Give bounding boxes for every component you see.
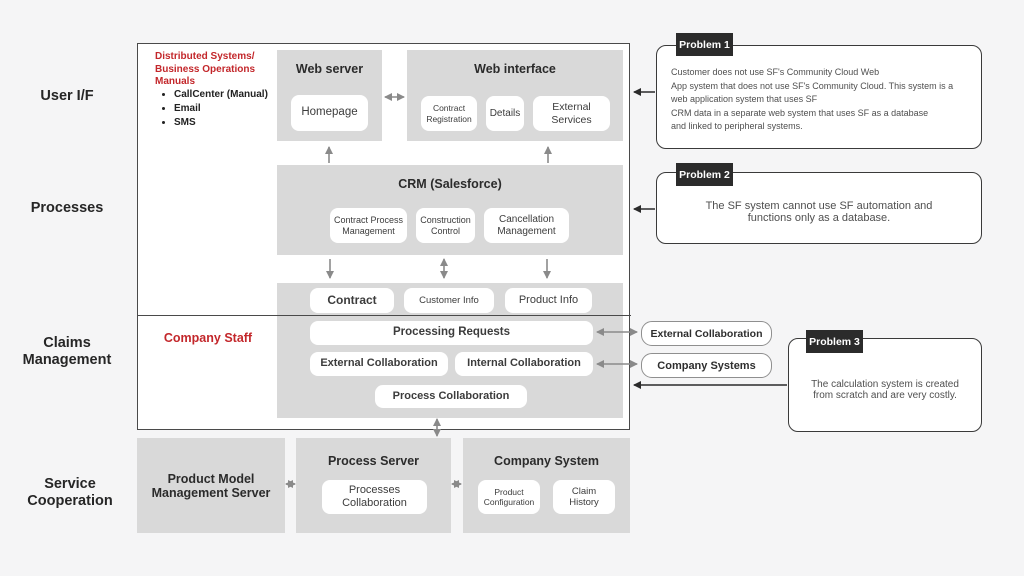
homepage-node: Homepage xyxy=(291,95,368,131)
contract-process-management-node: Contract Process Management xyxy=(330,208,407,243)
company-staff-label: Company Staff xyxy=(163,331,253,345)
rail-label-claims-management: Claims Management xyxy=(22,335,112,368)
manuals-list: CallCenter (Manual) Email SMS xyxy=(146,88,278,130)
problem-2-tab: Problem 2 xyxy=(676,163,733,186)
process-server-title: Process Server xyxy=(327,454,420,468)
manuals-item-callcenter: CallCenter (Manual) xyxy=(174,88,278,101)
rail-label-service-cooperation: Service Cooperation xyxy=(27,476,113,509)
problem-1-box: Customer does not use SF's Community Clo… xyxy=(656,45,982,149)
manuals-item-sms: SMS xyxy=(174,116,278,129)
cancellation-management-node: Cancellation Management xyxy=(484,208,569,243)
contract-registration-node: Contract Registration xyxy=(421,96,477,131)
processes-collaboration-node: Processes Collaboration xyxy=(322,480,427,514)
company-system-title: Company System xyxy=(494,454,599,468)
problem-2-text: The SF system cannot use SF automation a… xyxy=(705,200,933,224)
external-services-node: External Services xyxy=(533,96,610,131)
problem-3-tab: Problem 3 xyxy=(806,330,863,353)
product-configuration-node: Product Configuration xyxy=(478,480,540,514)
claim-history-node: Claim History xyxy=(553,480,615,514)
problem-1-tab: Problem 1 xyxy=(676,33,733,56)
construction-control-node: Construction Control xyxy=(416,208,475,243)
process-collaboration-node: Process Collaboration xyxy=(375,385,527,408)
problem-3-text: The calculation system is created from s… xyxy=(811,379,959,401)
internal-collaboration-node: Internal Collaboration xyxy=(455,352,593,376)
external-collaboration-node: External Collaboration xyxy=(310,352,448,376)
manuals-item-email: Email xyxy=(174,102,278,115)
product-info-node: Product Info xyxy=(505,288,592,313)
web-server-title: Web server xyxy=(295,62,364,76)
company-systems-side-box: Company Systems xyxy=(641,353,772,378)
web-interface-title: Web interface xyxy=(474,62,556,76)
details-node: Details xyxy=(486,96,524,131)
problem-1-text: Customer does not use SF's Community Clo… xyxy=(671,67,954,131)
section-divider xyxy=(137,315,631,316)
rail-label-user-if: User I/F xyxy=(40,88,94,104)
problem-3-box: The calculation system is created from s… xyxy=(788,338,982,432)
product-model-server-panel: Product Model Management Server xyxy=(137,438,285,533)
manuals-heading: Distributed Systems/ Business Operations… xyxy=(155,51,256,87)
crm-title: CRM (Salesforce) xyxy=(398,177,502,191)
rail-label-processes: Processes xyxy=(30,200,104,216)
customer-info-node: Customer Info xyxy=(404,288,494,313)
contract-node: Contract xyxy=(310,288,394,313)
processing-requests-node: Processing Requests xyxy=(310,321,593,345)
external-collaboration-side-box: External Collaboration xyxy=(641,321,772,346)
